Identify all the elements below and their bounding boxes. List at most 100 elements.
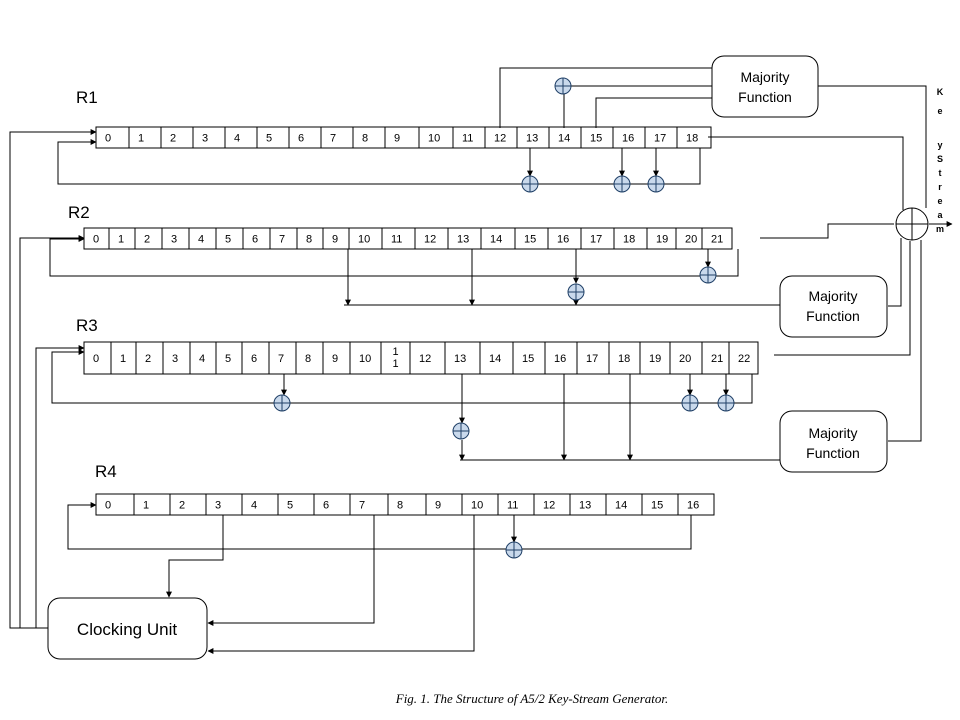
register-cell-label: 1: [393, 358, 399, 370]
register-cell: [215, 341, 243, 375]
register-cell-label: 13: [457, 234, 469, 246]
register-cell-label: 14: [489, 353, 501, 365]
majority-label-line1: Majority: [808, 425, 857, 441]
register-cell-label: 20: [685, 234, 697, 246]
register-cell-label: 10: [471, 500, 483, 512]
register-cell-label: 6: [252, 234, 258, 246]
register-cell: [205, 493, 243, 516]
r4-feedback-wiring: [67, 502, 692, 550]
register-cell: [128, 126, 162, 149]
key-stream-letter: e: [937, 196, 942, 206]
register-cell-label: 4: [198, 234, 204, 246]
register-cell-label: 0: [93, 353, 99, 365]
register-cell-label: 20: [679, 353, 691, 365]
register-cell-label: 4: [199, 353, 205, 365]
register-cell-label: 2: [179, 500, 185, 512]
register-cell-label: 1: [138, 133, 144, 145]
xor-icon: [717, 394, 735, 412]
register-cell-label: 11: [462, 133, 473, 145]
register-cell-label: 3: [202, 133, 208, 145]
register-cell-label: 9: [394, 133, 400, 145]
register-cell: [295, 341, 324, 375]
register-cell: [677, 493, 715, 516]
register-cell-label: 12: [424, 234, 436, 246]
register-cell: [352, 126, 386, 149]
register-cell-label: 7: [330, 133, 336, 145]
clocking-to-registers-wiring: [9, 129, 97, 629]
majority-function-r2: Majority Function: [779, 275, 888, 338]
register-cell-label: 14: [558, 133, 570, 145]
output-xor-wiring: [708, 85, 953, 442]
register-cell-label: 11: [507, 500, 518, 512]
register-cell-label: 19: [656, 234, 668, 246]
register-cell-label: 2: [145, 353, 151, 365]
register-cell-label: 16: [622, 133, 634, 145]
register-cell: [444, 341, 481, 375]
register-cell: [349, 341, 382, 375]
register-cell: [277, 493, 315, 516]
register-cell-label: 13: [526, 133, 538, 145]
register-cell-label: 9: [435, 500, 441, 512]
register-cell-label: 17: [590, 234, 602, 246]
xor-icon: [554, 77, 572, 95]
register-cell-label: 1: [118, 234, 124, 246]
register-cell-label: 13: [454, 353, 466, 365]
register-cell: [313, 493, 351, 516]
register-cell-label: 1: [120, 353, 126, 365]
register-cell: [192, 126, 226, 149]
register-cell-label: 21: [711, 234, 723, 246]
register-cell: [349, 493, 389, 516]
register-cell-label: 9: [332, 234, 338, 246]
register-cell-label: 4: [251, 500, 257, 512]
r1-majority-wiring: [499, 67, 712, 128]
register-cell-label: 3: [171, 234, 177, 246]
figure-caption: Fig. 1. The Structure of A5/2 Key-Stream…: [395, 691, 669, 706]
register-cell-label: 5: [225, 234, 231, 246]
register-cell: [322, 341, 351, 375]
register-cell-label: 1: [393, 346, 399, 358]
register-cell-label: 19: [649, 353, 661, 365]
xor-icon: [521, 175, 539, 193]
key-stream-letter: K: [937, 87, 944, 97]
xor-icon: [613, 175, 631, 193]
xor-icon: [452, 422, 470, 440]
register-cell-label: 5: [266, 133, 272, 145]
register-cell: [544, 341, 578, 375]
register-cell-label: 0: [105, 133, 111, 145]
majority-label-line2: Function: [806, 308, 860, 324]
xor-icon: [681, 394, 699, 412]
register-cell-label: 8: [397, 500, 403, 512]
register-cell-label: 4: [234, 133, 240, 145]
register-cell-label: 18: [623, 234, 635, 246]
register-cell-label: 8: [362, 133, 368, 145]
register-cell-label: 18: [618, 353, 630, 365]
register-cell: [95, 126, 130, 149]
register-cell: [224, 126, 258, 149]
key-stream-letter: t: [939, 168, 942, 178]
majority-label-line1: Majority: [740, 69, 789, 85]
register-cell: [380, 341, 411, 375]
r4-clocking-wiring: [166, 515, 475, 654]
register-cell-label: 12: [543, 500, 555, 512]
register-cell-label: 5: [225, 353, 231, 365]
register-cell: [639, 341, 671, 375]
register-cell: [256, 126, 290, 149]
r2-label: R2: [68, 203, 90, 222]
r4-label: R4: [95, 462, 117, 481]
key-stream-letter: e: [937, 106, 942, 116]
register-cell-label: 1: [143, 500, 149, 512]
register-cell-label: 15: [651, 500, 663, 512]
key-stream-letter: S: [937, 154, 943, 164]
clocking-unit: Clocking Unit: [47, 597, 208, 660]
register-cell: [133, 493, 171, 516]
register-cell: [169, 493, 207, 516]
majority-function-r3: Majority Function: [779, 410, 888, 473]
xor-icon: [567, 283, 585, 301]
register-cell-label: 0: [105, 500, 111, 512]
register-cell-label: 8: [305, 353, 311, 365]
register-cell-label: 9: [332, 353, 338, 365]
register-cell-label: 2: [144, 234, 150, 246]
